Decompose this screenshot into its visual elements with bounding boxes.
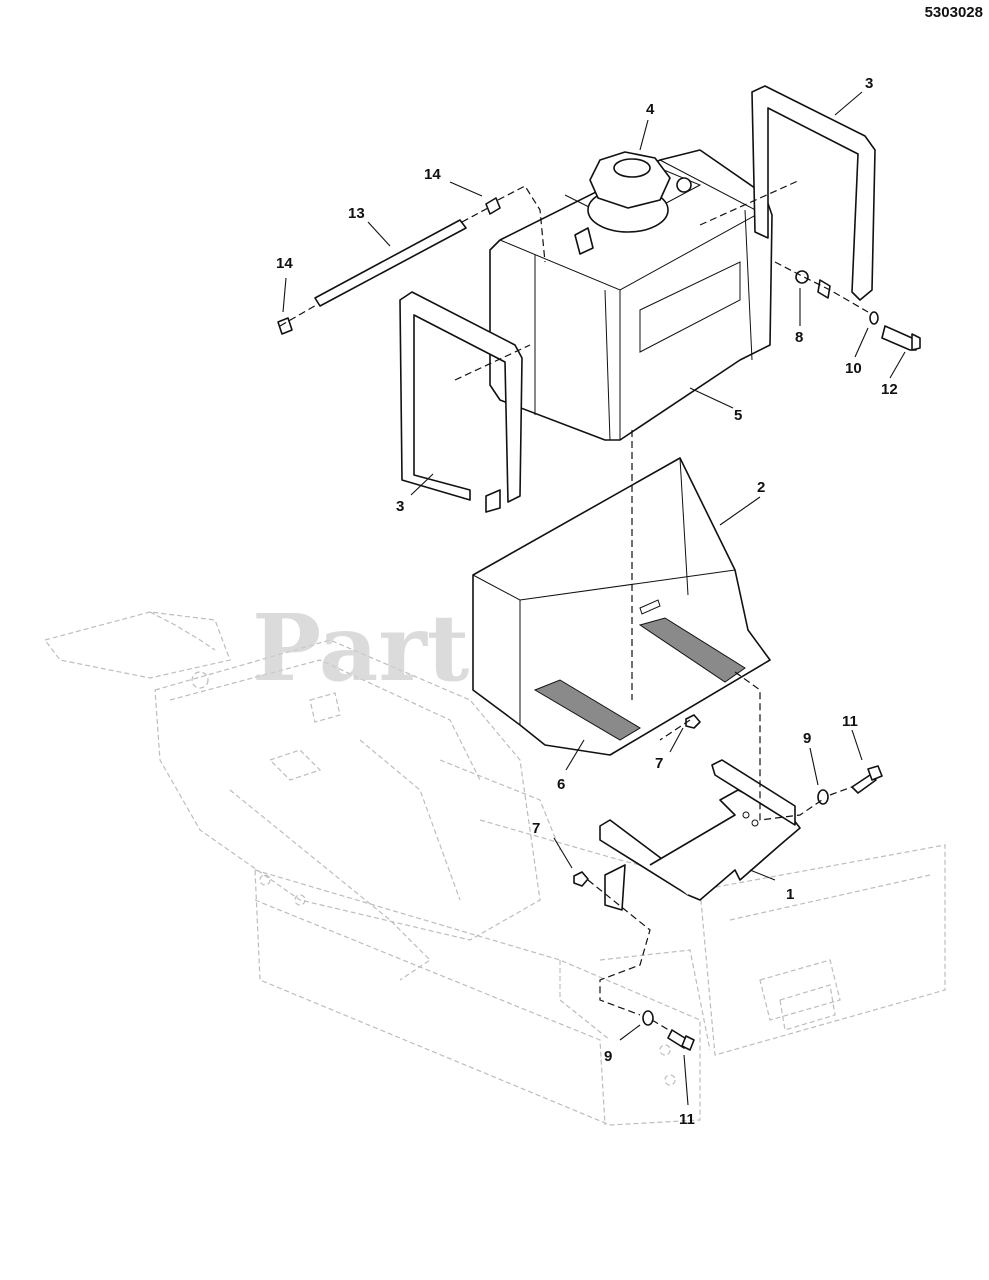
mount-bracket xyxy=(599,759,801,911)
tray-nut xyxy=(685,714,701,729)
assembly-centerlines xyxy=(279,179,869,1033)
callout-14-upper: 14 xyxy=(424,166,441,183)
frame-washer-lower xyxy=(642,1010,654,1026)
callout-labels: 4 3 14 13 14 8 10 12 5 3 2 6 7 1 7 9 11 … xyxy=(276,75,898,1128)
callout-3-left: 3 xyxy=(396,498,404,515)
callout-14-lower: 14 xyxy=(276,255,293,272)
callout-12: 12 xyxy=(881,381,898,398)
leader-lines xyxy=(282,91,906,1106)
callout-8: 8 xyxy=(795,329,803,346)
callout-11-lower: 11 xyxy=(679,1111,695,1128)
tray-pad-front xyxy=(533,679,641,741)
document-number: 5303028 xyxy=(924,4,983,21)
tank-tray xyxy=(472,457,771,756)
bracket-nut xyxy=(573,871,589,887)
rod-end-cap-upper xyxy=(485,197,501,215)
callout-7-bracket: 7 xyxy=(532,820,540,837)
callout-9-lower: 9 xyxy=(604,1048,612,1065)
callout-5: 5 xyxy=(734,407,742,424)
callout-3-right: 3 xyxy=(865,75,873,92)
strap-bolt-right xyxy=(881,325,921,351)
callout-1: 1 xyxy=(786,886,794,903)
callout-13: 13 xyxy=(348,205,365,222)
callout-10: 10 xyxy=(845,360,862,377)
tank-strap-left xyxy=(399,291,523,513)
callout-7-tray: 7 xyxy=(655,755,663,772)
frame-bolt-lower xyxy=(667,1029,695,1051)
tray-pad-rear xyxy=(638,617,746,683)
tank-vent-fitting xyxy=(574,227,594,255)
strap-nut-right xyxy=(795,270,809,284)
bracket-bolt-upper xyxy=(851,765,883,794)
fuel-cap xyxy=(587,151,692,233)
tank-strap-right xyxy=(751,85,876,301)
callout-4: 4 xyxy=(646,101,655,118)
pivot-rod xyxy=(314,219,467,307)
strap-washer-right xyxy=(869,311,879,325)
callout-9-upper: 9 xyxy=(803,730,811,747)
mower-frame-ghost xyxy=(43,611,946,1126)
callout-2: 2 xyxy=(757,479,765,496)
callout-11-upper: 11 xyxy=(842,713,858,730)
callout-6: 6 xyxy=(557,776,565,793)
rod-end-cap-lower xyxy=(277,317,293,335)
